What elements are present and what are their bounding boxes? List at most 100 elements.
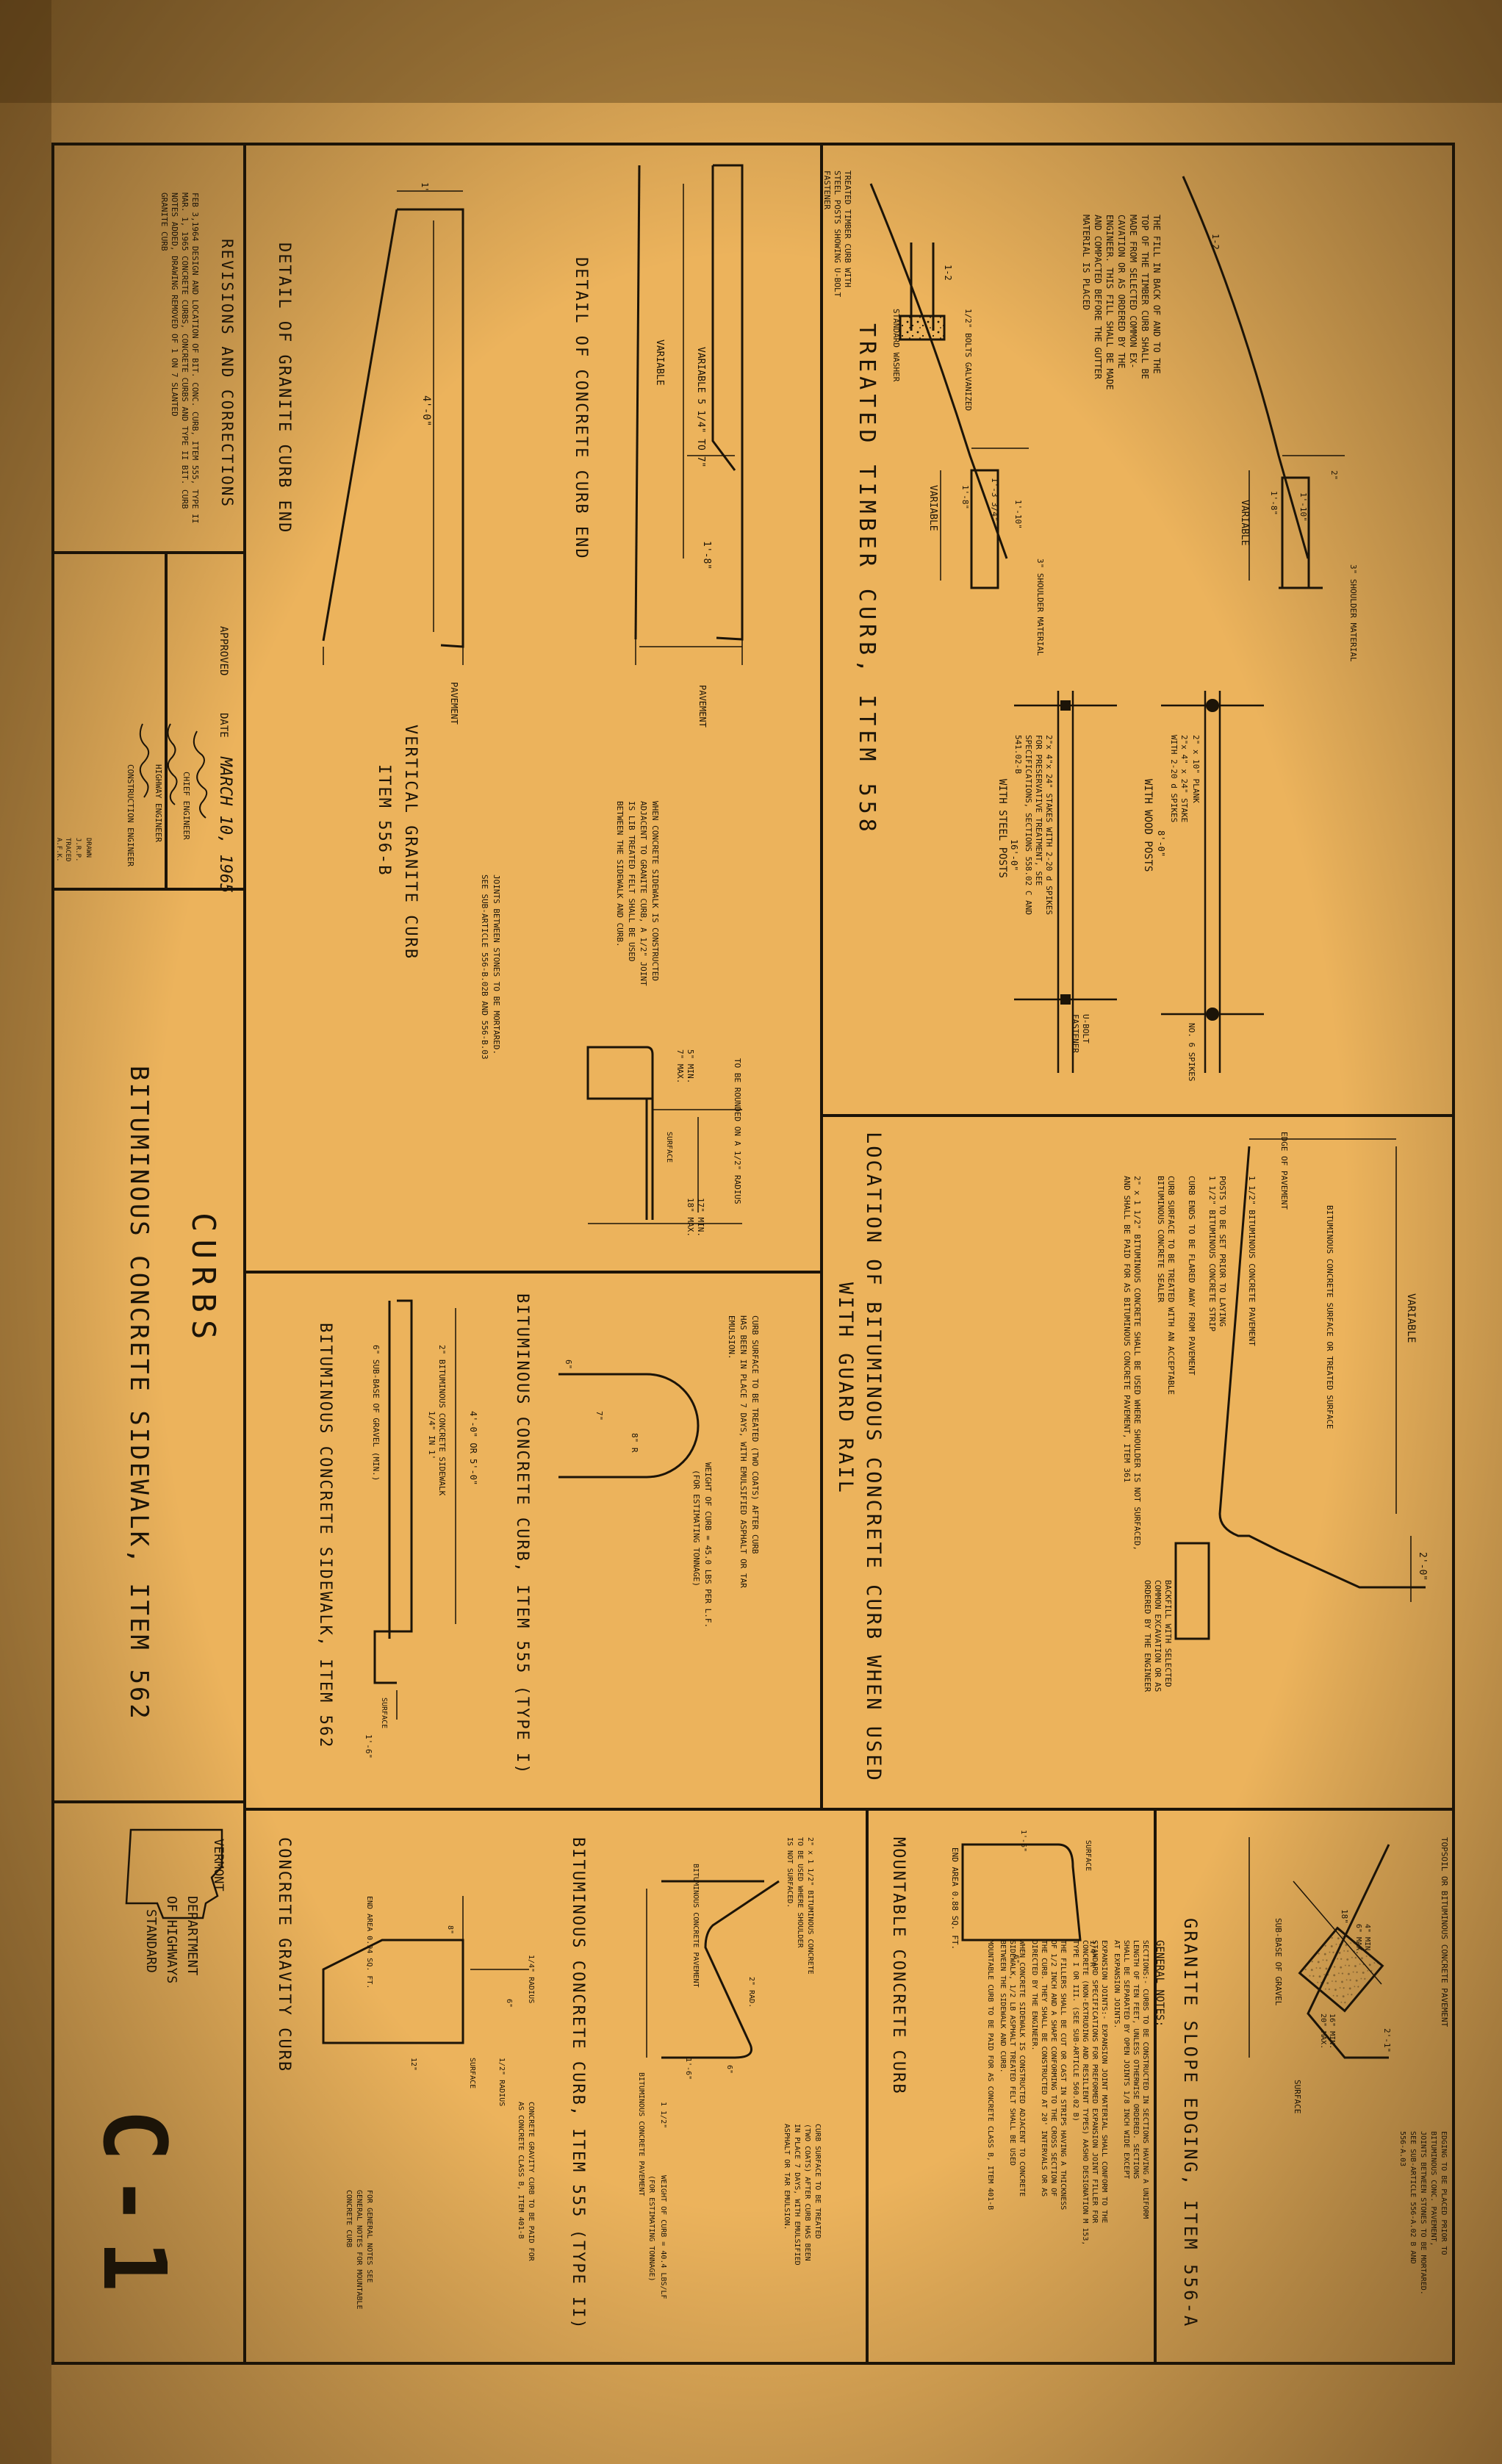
- general-note-line: MOUNTABLE CURB TO BE PAID FOR AS CONCRET…: [986, 1940, 994, 2210]
- role-highway-engineer: HIGHWAY ENGINEER: [154, 764, 163, 842]
- stake-note-line: 2"x 4" x 24" STAKE: [1179, 735, 1189, 822]
- general-note-line: BETWEEN THE SIDEWALK AND CURB.: [999, 1940, 1007, 2073]
- bit-curb-2-pavement-2: BITUMINOUS CONCRETE PAVEMENT: [637, 2072, 645, 2197]
- general-note-line: STANDARD SPECIFICATIONS FOR PREFORMED EX…: [1090, 1940, 1099, 2224]
- vg-radius: TO BE ROUNDED ON A 1/2" RADIUS: [733, 1058, 742, 1204]
- traced-label: TRACED: [64, 838, 71, 862]
- bit-curb-2-note-2: (TWO COATS) AFTER CURB HAS BEEN: [803, 2124, 811, 2261]
- approval-date: MARCH 10, 1965: [216, 756, 234, 893]
- guard-rail-variable: VARIABLE: [1405, 1293, 1417, 1343]
- bit-curb-1-note: EMULSION.: [727, 1315, 736, 1359]
- timber-variable-2: VARIABLE: [927, 485, 938, 531]
- signature-highway: [167, 723, 178, 805]
- guard-rail-note: POSTS TO BE SET PRIOR TO LAYING: [1218, 1176, 1227, 1326]
- granite-end-pavement: PAVEMENT: [449, 682, 459, 725]
- fill-note-line: CAVATION OR AS ORDERED BY THE: [1116, 215, 1126, 369]
- granite-curb-end-title: DETAIL OF GRANITE CURB END: [275, 243, 293, 534]
- gse-dim-6: 2'-1": [1382, 2028, 1392, 2052]
- general-note-line: CONCRETE (NON-EXTRUDING AND RESILIENT TY…: [1081, 1940, 1089, 2245]
- revision-entry: FEB 3,1964 DESIGN AND LOCATION OF BIT. C…: [190, 193, 200, 523]
- general-note-line: TYPE I OR III. (SEE SUB-ARTICLE 560.02 B…: [1071, 1940, 1079, 2122]
- bit-curb-2-weight-2: (FOR ESTIMATING TONNAGE): [647, 2175, 655, 2282]
- bit-curb-2-note-2: IN PLACE 7 DAYS, WITH EMULSIFIED: [793, 2124, 801, 2266]
- mountable-surface: SURFACE: [1084, 1840, 1092, 1871]
- gravity-see-note: GENERAL NOTES FOR MOUNTABLE: [355, 2190, 363, 2310]
- preservative-note: SPECIFICATIONS, SECTIONS 558.02 C AND: [1024, 735, 1033, 915]
- fill-note-line: MADE FROM SELECTED COMMON EX-: [1128, 215, 1138, 369]
- paper-left-stain: [0, 0, 51, 2464]
- revision-entry: GRANITE CURB: [159, 193, 169, 251]
- vertical-granite-item: ITEM 556-B: [375, 764, 393, 876]
- guard-rail-pavement-note: 1 1/2" BITUMINOUS CONCRETE PAVEMENT: [1247, 1176, 1257, 1346]
- vg-dim-1: 5" MIN.: [686, 1049, 695, 1083]
- gse-dim-4: 16" MIN.: [1328, 2014, 1336, 2049]
- wood-posts-label: WITH WOOD POSTS: [1142, 779, 1154, 872]
- revision-entry: NOTES ADDED, DRAWING REMOVED OF 1 ON 7 S…: [170, 193, 179, 417]
- span-16ft: 16'-0": [1009, 839, 1019, 871]
- role-chief-engineer: CHIEF ENGINEER: [182, 772, 191, 840]
- guard-rail-note: BITUMINOUS CONCRETE SEALER: [1156, 1176, 1165, 1303]
- granite-slope-title: GRANITE SLOPE EDGING, ITEM 556-A: [1180, 1918, 1201, 2328]
- concrete-end-variable: VARIABLE: [654, 340, 665, 386]
- gravity-pay-note: CONCRETE GRAVITY CURB TO BE PAID FOR: [527, 2102, 535, 2262]
- guard-rail-location-detail: LOCATION OF BITUMINOUS CONCRETE CURB WHE…: [834, 1132, 1428, 1783]
- topsoil-note: TOPSOIL OR BITUMINOUS CONCRETE PAVEMENT: [1440, 1837, 1449, 2027]
- bit-curb-2-dim-2: 1'-6": [684, 2058, 692, 2080]
- vertical-granite-curb: VERTICAL GRANITE CURB ITEM 556-B JOINTS …: [375, 725, 742, 1237]
- vg-dim-2: 7" MAX.: [675, 1049, 685, 1083]
- sidewalk-surface: SURFACE: [380, 1698, 388, 1728]
- edging-note: 556-A.03: [1398, 2131, 1406, 2166]
- timber-bolt-note: 1/2" BOLTS GALVANIZED: [963, 309, 973, 411]
- timber-dim-2: 1'-3 3/4": [990, 478, 999, 522]
- sidewalk-width: 4'-0" OR 5'-0": [468, 1411, 478, 1485]
- bit-curb-2-dim-1: 1 1/2": [659, 2102, 667, 2128]
- drawn-initials: J.R.P.: [74, 838, 82, 862]
- gravity-area: END AREA 0.94 SQ. FT.: [365, 1896, 373, 1989]
- mountable-area: END AREA 0.88 SQ. FT.: [950, 1847, 960, 1950]
- sheet-number: C-1: [84, 2109, 185, 2305]
- vg-dim-3: 17" MIN.: [696, 1198, 705, 1237]
- timber-dim-4: 1'-10": [1298, 492, 1308, 522]
- vermont-state-outline: [125, 1828, 223, 1919]
- timber-dim-5: 1'-10": [1013, 500, 1023, 529]
- agency-line: STANDARD: [143, 1909, 159, 1973]
- steel-note-line: STEEL POSTS SHOWING U-BOLT: [833, 170, 842, 298]
- drawn-label: DRAWN: [85, 838, 92, 858]
- timber-washer-note: STANDARD WASHER: [891, 309, 901, 382]
- guard-rail-note: 2" x 1 1/2" BITUMINOUS CONCRETE SHALL BE…: [1132, 1176, 1142, 1551]
- general-note-line: EXPANSION JOINTS:- EXPANSION JOINT MATER…: [1100, 1940, 1108, 2223]
- timber-dim-3: 1'-8": [960, 485, 970, 509]
- bit-curb-2-title: BITUMINOUS CONCRETE CURB, ITEM 555 (TYPE…: [569, 1837, 587, 2330]
- gravity-pay-note: AS CONCRETE CLASS B, ITEM 401-B: [517, 2102, 525, 2239]
- concrete-curb-end-title: DETAIL OF CONCRETE CURB END: [572, 257, 590, 560]
- bit-curb-1-title: BITUMINOUS CONCRETE CURB, ITEM 555 (TYPE…: [513, 1293, 531, 1775]
- sheet-subtitle: BITUMINOUS CONCRETE SIDEWALK, ITEM 562: [124, 1066, 154, 1721]
- gravity-dim-1: 6": [505, 1999, 513, 2008]
- gse-surface: SURFACE: [1293, 2080, 1302, 2113]
- revisions-block: REVISIONS AND CORRECTIONS FEB 3,1964 DES…: [159, 193, 236, 523]
- granite-slope-edging-detail: GRANITE SLOPE EDGING, ITEM 556-A TOPSOIL…: [986, 1837, 1449, 2328]
- signature-chief: [193, 730, 208, 819]
- ubolt-note: FASTENER: [1071, 1014, 1080, 1053]
- bit-curb-2-weight: WEIGHT OF CURB = 40.4 LBS/LF: [659, 2175, 667, 2299]
- agency-line: VERMONT: [211, 1839, 226, 1892]
- bit-curb-type-2-detail: BITUMINOUS CONCRETE CURB, ITEM 555 (TYPE…: [569, 1837, 822, 2330]
- gravity-radius: 1/4" RADIUS: [527, 1955, 535, 2003]
- guard-rail-dim: 2'-0": [1417, 1552, 1428, 1581]
- general-note-line: SHALL BE SEPARATED BY OPEN JOINTS 1/8 IN…: [1122, 1940, 1130, 2179]
- ubolt-note: U-BOLT: [1081, 1014, 1090, 1044]
- gravity-see-note: FOR GENERAL NOTES SEE: [365, 2190, 373, 2282]
- detail-concrete-curb-end: DETAIL OF CONCRETE CURB END VARIABLE VAR…: [572, 164, 744, 728]
- bit-curb-1-dim-2: 6": [564, 1359, 573, 1369]
- guard-rail-note: AND SHALL BE PAID FOR AS BITUMINOUS CONC…: [1122, 1176, 1132, 1482]
- fill-note-line: AND COMPACTED BEFORE THE GUTTER: [1093, 215, 1103, 380]
- bit-curb-2-pavement-1: BITUMINOUS CONCRETE PAVEMENT: [691, 1864, 700, 1988]
- gravity-surface: SURFACE: [468, 2058, 476, 2088]
- sidewalk-note-line: BETWEEN THE SIDEWALK AND CURB.: [615, 801, 625, 947]
- approved-label: APPROVED: [218, 626, 229, 675]
- signature-construction: [139, 723, 150, 798]
- vertical-granite-title: VERTICAL GRANITE CURB: [401, 725, 420, 960]
- general-note-line: THE FILLERS SHALL BE CUT OR CAST IN STRI…: [1059, 1940, 1067, 2210]
- general-note-line: THE CURB. THEY SHALL BE CONSTRUCTED AT 2…: [1040, 1940, 1048, 2197]
- gse-subbase: SUB-BASE OF GRAVEL: [1273, 1918, 1283, 2006]
